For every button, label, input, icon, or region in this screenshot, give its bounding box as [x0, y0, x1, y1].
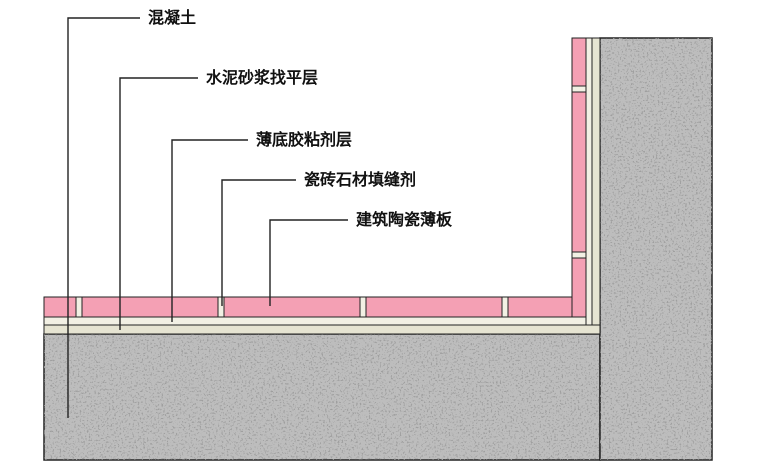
wall-tile-2	[571, 91, 587, 253]
leader-grout	[221, 179, 296, 306]
floor-tile-4	[365, 296, 503, 318]
wall-concrete-texture	[600, 38, 712, 460]
floor-adhesive-layer	[43, 316, 593, 326]
floor-screed-layer	[43, 324, 601, 335]
wall-screed-layer	[591, 37, 601, 335]
floor-tile-5	[507, 296, 573, 318]
wall-grout-2	[571, 251, 587, 259]
leader-tile	[269, 219, 348, 306]
floor-grout-4	[501, 296, 509, 318]
floor-grout-1	[75, 296, 83, 318]
leader-adhesive	[171, 139, 248, 322]
floor-tile-2	[81, 296, 219, 318]
floor-tile-3	[223, 296, 361, 318]
wall-tile-3	[571, 257, 587, 318]
floor-tile-1	[43, 296, 77, 318]
wall-grout-1	[571, 85, 587, 93]
leader-concrete	[67, 17, 140, 418]
floor-grout-3	[359, 296, 367, 318]
wall-adhesive-layer	[585, 37, 593, 326]
leader-screed	[119, 77, 198, 330]
floor-concrete-texture	[44, 334, 600, 460]
floor-grout-2	[217, 296, 225, 318]
wall-tile-1	[571, 37, 587, 87]
